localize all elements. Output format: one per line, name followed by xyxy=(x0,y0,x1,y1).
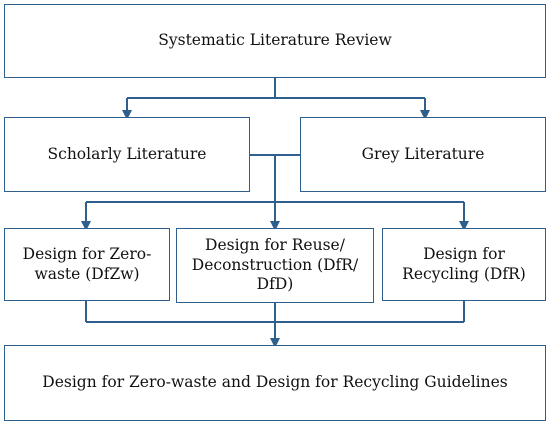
scholarly-literature-label: Scholarly Literature xyxy=(47,144,207,163)
scholarly-literature-box: Scholarly Literature xyxy=(4,117,250,192)
design-zero-waste-box: Design for Zero- waste (DfZw) xyxy=(4,228,170,301)
design-reuse-label: Design for Reuse/ Deconstruction (DfR/ D… xyxy=(191,236,359,294)
guidelines-label: Design for Zero-waste and Design for Rec… xyxy=(42,373,508,392)
grey-literature-label: Grey Literature xyxy=(361,144,485,163)
guidelines-box: Design for Zero-waste and Design for Rec… xyxy=(4,345,546,421)
design-recycling-label: Design for Recycling (DfR) xyxy=(402,245,526,283)
systematic-review-box: Systematic Literature Review xyxy=(4,4,546,78)
design-zero-waste-label: Design for Zero- waste (DfZw) xyxy=(22,245,152,283)
grey-literature-box: Grey Literature xyxy=(300,117,546,192)
design-reuse-box: Design for Reuse/ Deconstruction (DfR/ D… xyxy=(176,228,374,303)
design-recycling-box: Design for Recycling (DfR) xyxy=(382,228,546,301)
systematic-review-label: Systematic Literature Review xyxy=(158,31,392,50)
